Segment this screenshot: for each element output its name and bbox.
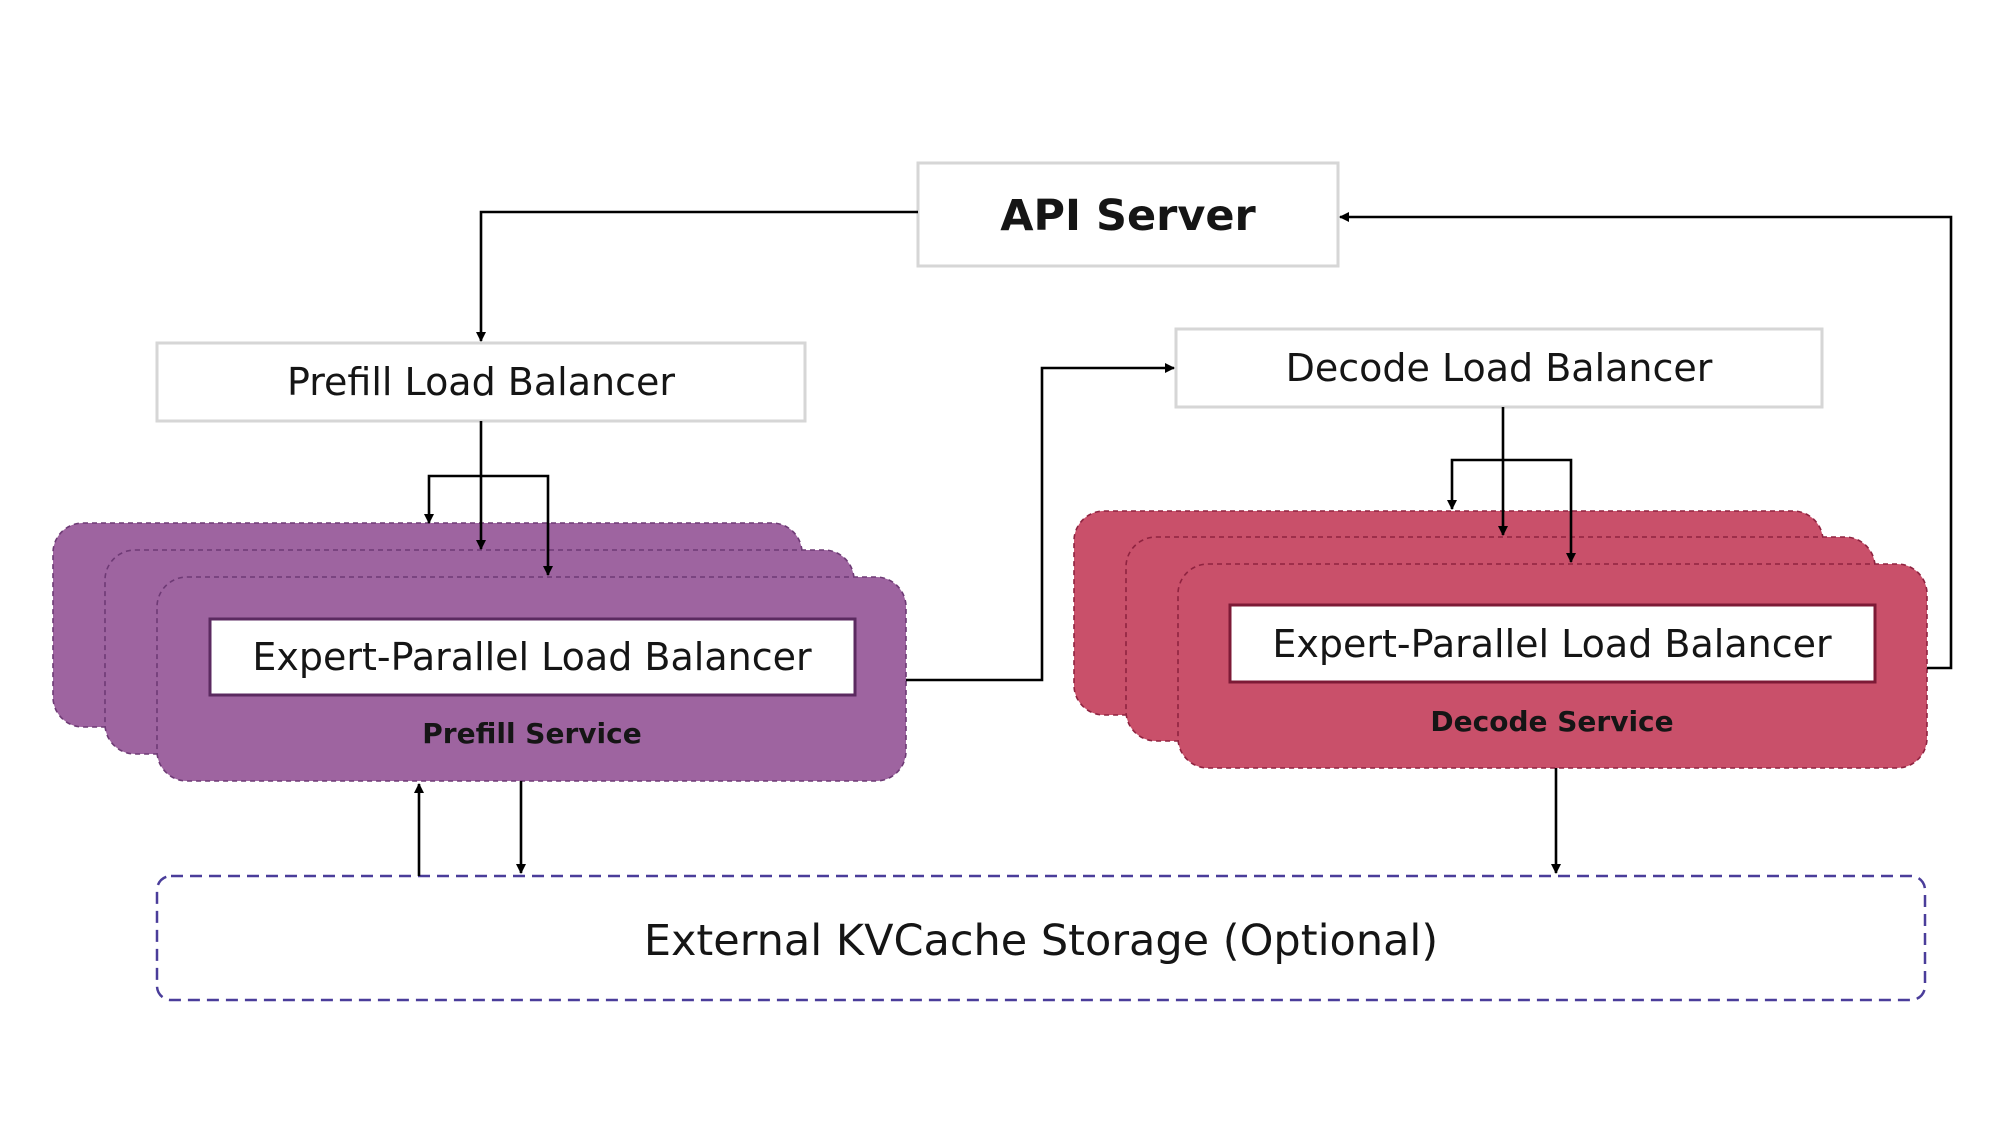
arrow-prefill-lb-to-card-right [481,474,553,576]
arrow-decode-lb-to-card-right [1503,458,1576,563]
arrow-decode-lb-to-card-left [1447,458,1503,510]
decode-service-label: Decode Service [1430,705,1673,738]
prefill-load-balancer-box [155,341,807,423]
prefill-expert-parallel-lb-label: Expert-Parallel Load Balancer [252,635,812,679]
api-server-box [916,161,1340,268]
prefill-service-label: Prefill Service [422,717,641,750]
arrow-prefill-lb-to-card-left [424,474,481,524]
prefill-service-stack: Expert-Parallel Load Balancer Prefill Se… [52,522,907,782]
prefill-load-balancer-label: Prefill Load Balancer [287,360,675,404]
decode-load-balancer-node: Decode Load Balancer [1174,327,1824,409]
decode-service-stack: Expert-Parallel Load Balancer Decode Ser… [1073,510,1928,769]
kv-storage-node: External KVCache Storage (Optional) [155,874,1927,1002]
api-server-node: API Server [916,161,1340,268]
decode-load-balancer-box [1174,327,1824,409]
decode-expert-parallel-lb-label: Expert-Parallel Load Balancer [1272,622,1832,666]
kv-storage-box [155,874,1927,1002]
decode-expert-parallel-lb-box [1228,603,1877,684]
kv-storage-label: External KVCache Storage (Optional) [644,916,1438,966]
connectors [414,210,1953,876]
prefill-expert-parallel-lb-box [208,617,857,697]
arrow-api-to-prefill-lb [476,210,918,342]
arrow-decode-service-to-api [1339,212,1953,670]
arrow-prefill-service-to-decode-lb [906,363,1175,682]
api-server-label: API Server [1000,191,1256,241]
decode-load-balancer-label: Decode Load Balancer [1286,346,1713,390]
prefill-load-balancer-node: Prefill Load Balancer [155,341,807,423]
